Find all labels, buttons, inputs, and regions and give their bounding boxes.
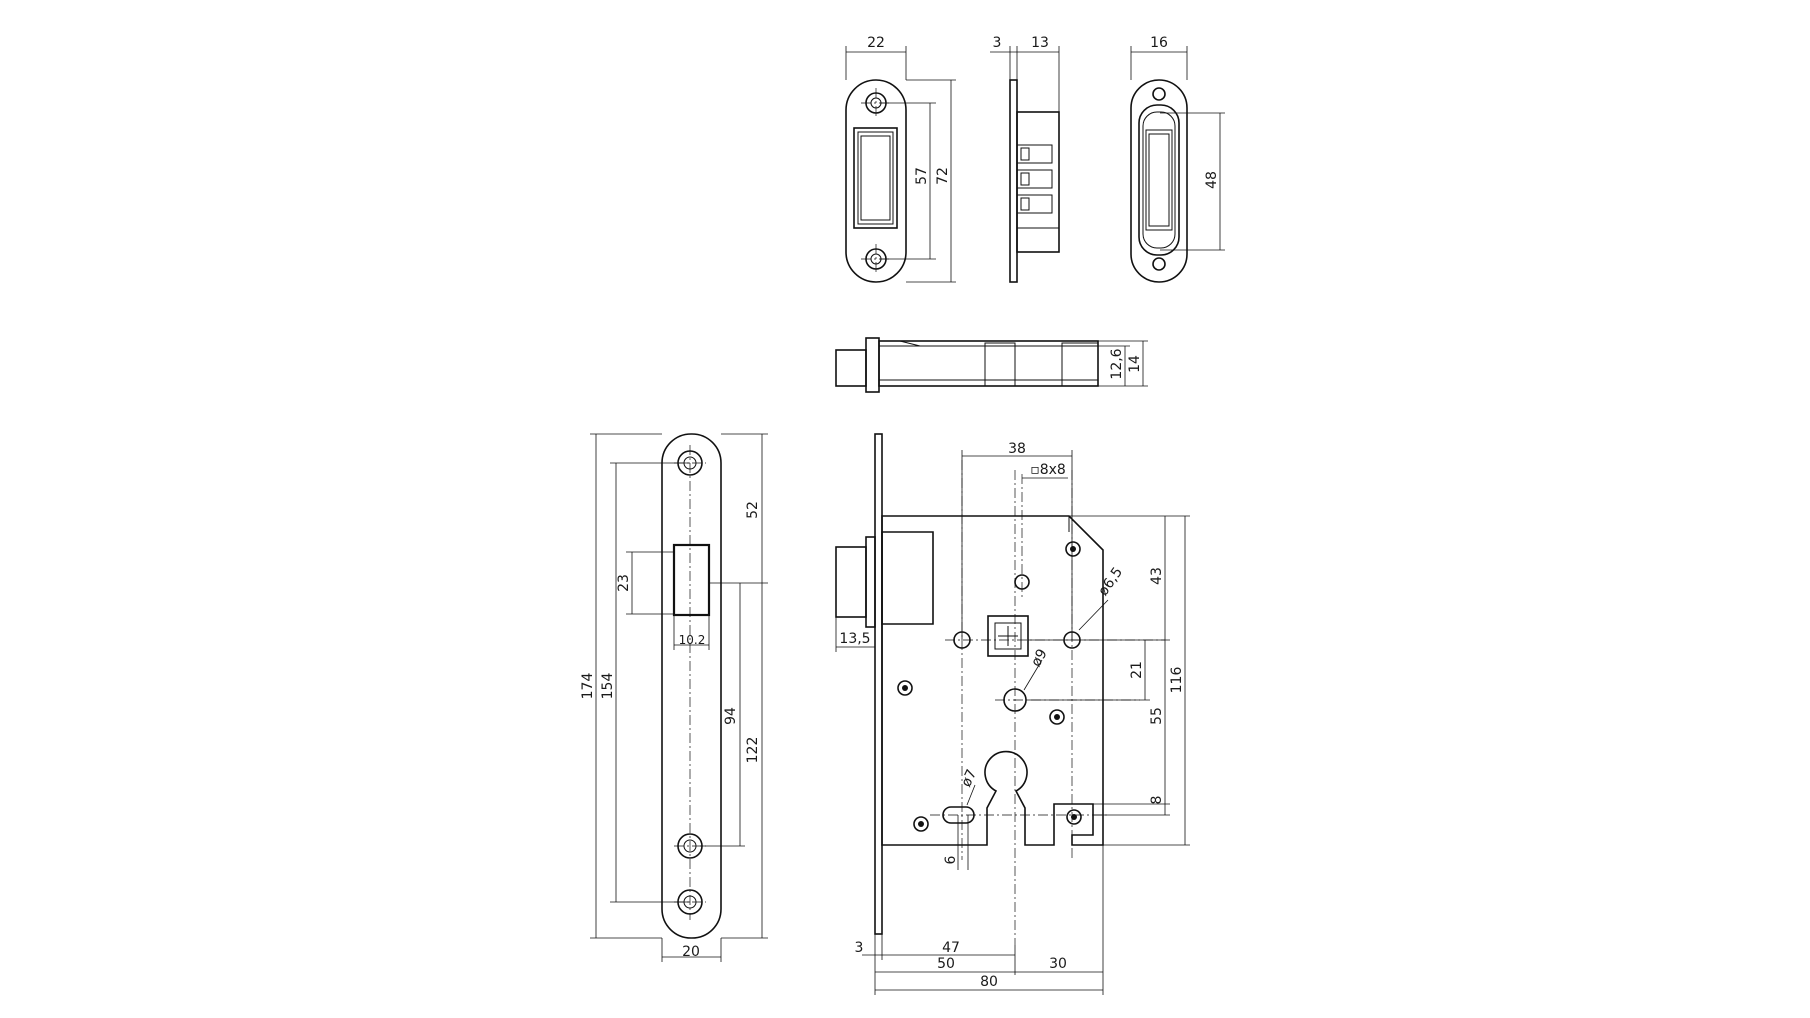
- dim-face-inner: 154: [600, 673, 616, 700]
- latch-top-view: 12,6 14: [835, 337, 1148, 393]
- dim-striker-height: 48: [1204, 171, 1220, 189]
- dim-lock-21: 21: [1129, 661, 1145, 679]
- striker-view: 16 48: [1130, 35, 1225, 283]
- dim-lock-8: 8: [1149, 796, 1165, 805]
- dim-bottom-3: 3: [855, 940, 864, 956]
- strike-side-view: 3 13: [990, 35, 1060, 283]
- dim-bottom-50: 50: [937, 956, 955, 972]
- dim-face-width: 20: [682, 944, 700, 960]
- dim-bottom-80: 80: [980, 974, 998, 990]
- dim-strike-width: 22: [867, 35, 885, 51]
- dim-latch-window: 23: [616, 574, 632, 592]
- dim-striker-width: 16: [1150, 35, 1168, 51]
- dim-latch-outer: 14: [1127, 355, 1143, 373]
- dim-latch-inner: 12,6: [1109, 348, 1125, 379]
- dim-side-plate: 3: [993, 35, 1002, 51]
- dim-hole-7: ø7: [958, 767, 980, 790]
- dim-lock-55: 55: [1149, 707, 1165, 725]
- faceplate-view: 174 154 23 10.2 52 94 122 20: [580, 433, 768, 962]
- dim-latch-projection: 13,5: [839, 631, 870, 647]
- strike-plate-view: 22 57 72: [845, 35, 956, 283]
- lock-body-view: 38 ▫8x8 ø6,5 43 13,5 21 116 ø9 55 ø7 8 6…: [835, 433, 1190, 995]
- dim-face-94: 94: [723, 707, 739, 725]
- dim-spindle: ▫8x8: [1030, 462, 1066, 478]
- dim-strike-total: 72: [935, 167, 951, 185]
- dim-bottom-30: 30: [1049, 956, 1067, 972]
- dim-lock-43: 43: [1149, 567, 1165, 585]
- dim-latch-window-width: 10.2: [679, 633, 706, 647]
- dim-hole-9: ø9: [1028, 646, 1051, 669]
- dim-face-122: 122: [745, 737, 761, 764]
- dim-lock-38: 38: [1008, 441, 1026, 457]
- dim-bottom-47: 47: [942, 940, 960, 956]
- dim-face-total: 174: [580, 673, 596, 700]
- dim-face-top: 52: [745, 501, 761, 519]
- dim-lock-116: 116: [1169, 667, 1185, 694]
- dim-slot-6: 6: [943, 855, 959, 864]
- dim-side-depth: 13: [1031, 35, 1049, 51]
- dim-strike-inner: 57: [914, 167, 930, 185]
